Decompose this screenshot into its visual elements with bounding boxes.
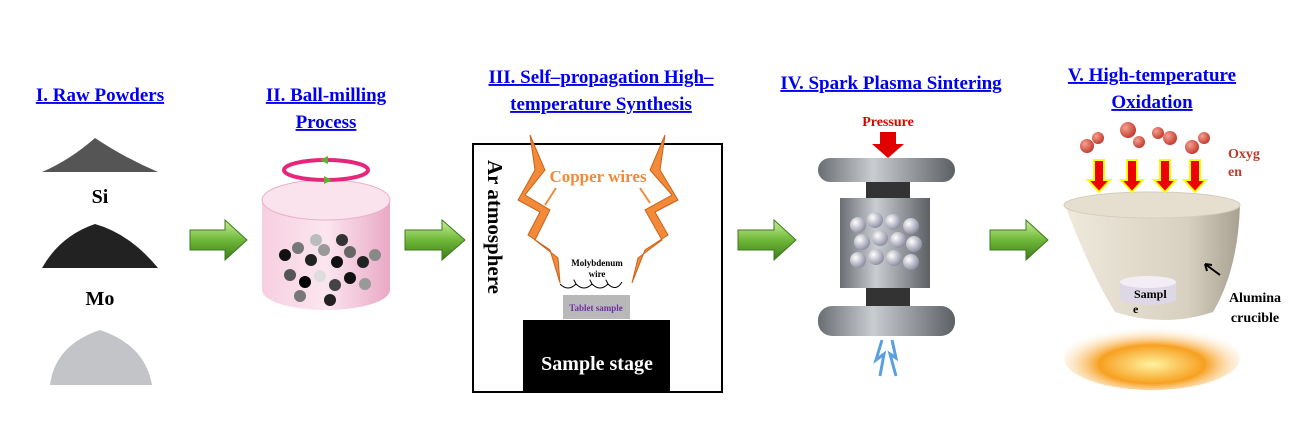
step-sps: IV. Spark Plasma Sintering Pressure [780,73,1002,377]
crucible-pointer-arrow-icon [1204,263,1221,276]
molybdenum-label-line1: Molybdenum [571,258,623,268]
oxygen-flow-arrows-icon [1085,159,1209,194]
step-ball-milling: II. Ball-milling Process [261,85,391,310]
crucible-label-line1: Alumina [1229,291,1281,306]
oxidation-sample [1120,276,1176,288]
ar-atmosphere-label: Ar atmosphere [483,160,507,294]
alumina-crucible [1065,205,1240,320]
electric-spark-icon [873,339,899,377]
arrow-3-icon [737,218,797,262]
oxygen-label-line1: Oxyg [1228,147,1260,162]
step-5-title-line1: V. High-temperature [1068,65,1236,86]
crucible-label-line2: crucible [1231,311,1279,326]
step-3-title-line1: III. Self–propagation High– [488,67,714,88]
arrow-2-icon [404,218,466,262]
tablet-sample-label: Tablet sample [569,303,622,313]
step-oxidation: V. High-temperature Oxidation Oxyg en Sa… [1063,65,1281,390]
step-4-title: IV. Spark Plasma Sintering [780,73,1002,94]
step-raw-powders: I. Raw Powders Si Mo [36,85,164,385]
mo-powder-pile [50,330,152,385]
copper-wires-label: Copper wires [549,167,647,186]
pressure-label: Pressure [862,115,914,130]
pressure-arrow-icon [872,132,904,158]
left-copper-wire-icon [517,134,561,284]
powder-balls [850,212,922,270]
step-1-title: I. Raw Powders [36,85,164,106]
oxygen-label-line2: en [1228,165,1242,180]
si-powder-pile [42,138,158,172]
si-label: Si [92,186,109,208]
milling-balls [279,234,381,306]
mo-label: Mo [86,288,115,310]
step-3-title-line2: temperature Synthesis [510,94,692,115]
flame-icon [1064,326,1240,390]
molybdenum-coil [559,279,623,289]
arrow-4-icon [989,218,1049,262]
right-copper-wire-icon [631,134,679,284]
arrow-1-icon [189,218,248,262]
bottom-punch-plate [818,306,955,336]
tablet-sample [563,295,630,319]
oxygen-molecules-icon [1080,122,1210,154]
molybdenum-label-line2: wire [589,269,606,279]
sample-stage-label: Sample stage [541,353,653,375]
step-2-title-line1: II. Ball-milling [266,85,387,106]
sample-label-line2: e [1133,302,1139,316]
step-shs: III. Self–propagation High– temperature … [472,67,723,393]
step-5-title-line2: Oxidation [1111,92,1193,113]
black-powder-pile [42,224,158,268]
step-2-title-line2: Process [296,112,357,133]
sample-stage [523,320,670,392]
top-punch-plate [818,158,955,182]
sample-label-line1: Sampl [1134,287,1167,301]
